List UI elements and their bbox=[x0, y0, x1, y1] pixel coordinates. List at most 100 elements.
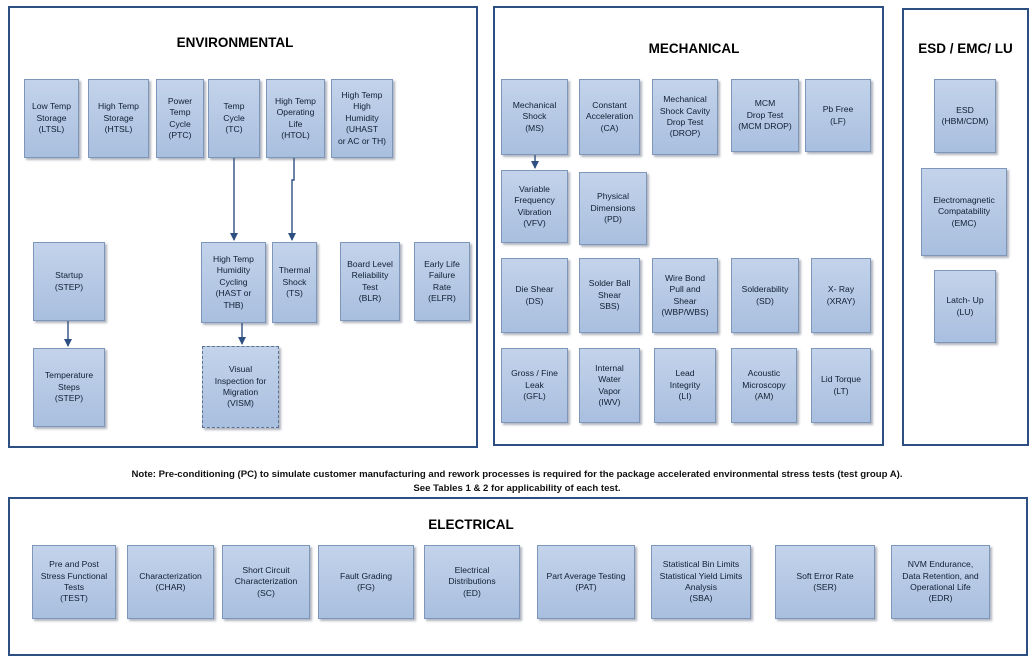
pat-box: Part Average Testing(PAT) bbox=[537, 545, 635, 619]
box-label-line: Solderability bbox=[741, 284, 789, 295]
box-label-line: (AM) bbox=[754, 391, 774, 402]
box-label-line: (TC) bbox=[225, 124, 243, 135]
box-label-line: Characterization bbox=[234, 576, 298, 587]
box-label-line: (SD) bbox=[756, 295, 774, 306]
box-label-line: (CHAR) bbox=[155, 582, 186, 592]
box-label-line: Gross / Fine bbox=[511, 368, 558, 379]
box-label-line: THB) bbox=[223, 299, 244, 310]
box-label-line: (MCM DROP) bbox=[738, 121, 792, 132]
box-label-line: (ED) bbox=[463, 587, 481, 598]
lt-box: Lid Torque(LT) bbox=[811, 348, 871, 423]
box-label-line: Failure bbox=[428, 270, 456, 281]
ds-box: Die Shear(DS) bbox=[501, 258, 568, 333]
box-label-line: (HTOL) bbox=[281, 129, 310, 140]
box-label-line: Statistical Bin Limits bbox=[662, 559, 740, 570]
box-label-line: Statistical Yield Limits bbox=[659, 570, 743, 581]
box-label-line: Inspection for bbox=[214, 375, 267, 386]
box-label-line: Visual bbox=[228, 364, 253, 375]
box-label-line: Integrity bbox=[669, 379, 701, 390]
box-label-line: SBS) bbox=[599, 301, 620, 312]
box-label-line: Lid Torque bbox=[821, 374, 861, 385]
box-label-line: (DS) bbox=[525, 295, 544, 306]
box-label-line: High Temp bbox=[275, 95, 316, 106]
box-label-line: Thermal bbox=[278, 265, 311, 276]
box-label-line: Analysis bbox=[685, 582, 717, 592]
box-label-line: Stress Functional bbox=[40, 570, 108, 581]
box-label-line: (UHAST bbox=[346, 124, 378, 135]
sd-box: Solderability(SD) bbox=[731, 258, 799, 333]
box-label-line: (STEP) bbox=[54, 281, 84, 292]
box-label-line: Power bbox=[167, 95, 193, 106]
box-label-line: (VISM) bbox=[227, 398, 254, 409]
box-label-line: (MS) bbox=[525, 122, 544, 133]
box-label-line: or AC or TH) bbox=[337, 135, 387, 146]
box-label-line: X- Ray bbox=[827, 284, 855, 295]
environmental-title: ENVIRONMENTAL bbox=[176, 35, 294, 50]
box-label-line: Data Retention, and bbox=[902, 570, 979, 581]
note-line-1: Note: Pre-conditioning (PC) to simulate … bbox=[131, 469, 903, 480]
box-label-line: (XRAY) bbox=[826, 295, 856, 306]
box-label-line: (SER) bbox=[813, 582, 837, 592]
box-label-line: Electromagnetic bbox=[933, 194, 995, 205]
esd-box: ESD(HBM/CDM) bbox=[934, 79, 996, 153]
startup-step-box: Startup(STEP) bbox=[33, 242, 105, 321]
box-label-line: Soft Error Rate bbox=[796, 570, 854, 581]
box-label-line: Dimensions bbox=[590, 202, 636, 213]
xray-box: X- Ray(XRAY) bbox=[811, 258, 871, 333]
box-label-line: Frequency bbox=[514, 195, 555, 206]
box-label-line: (LI) bbox=[678, 391, 692, 402]
box-label-line: Cycling bbox=[219, 276, 248, 287]
box-label-line: (SC) bbox=[257, 587, 275, 598]
box-label-line: Wire Bond bbox=[664, 272, 706, 283]
box-label-line: (BLR) bbox=[358, 292, 382, 303]
box-label-line: Rate bbox=[432, 281, 452, 292]
box-label-line: (HTSL) bbox=[104, 124, 133, 135]
box-label-line: Temperature bbox=[44, 370, 94, 381]
box-label-line: (LTSL) bbox=[38, 124, 65, 135]
box-label-line: High Temp bbox=[341, 89, 383, 100]
box-label-line: Steps bbox=[58, 381, 80, 392]
box-label-line: Microscopy bbox=[742, 379, 786, 390]
box-label-line: Shock bbox=[282, 276, 307, 287]
box-label-line: Humidity bbox=[216, 265, 251, 276]
box-label-line: NVM Endurance, bbox=[907, 559, 974, 570]
fg-box: Fault Grading(FG) bbox=[318, 545, 414, 619]
box-label-line: (FG) bbox=[357, 582, 375, 592]
box-label-line: Shear bbox=[598, 289, 621, 300]
box-label-line: Shock Cavity bbox=[659, 105, 711, 116]
box-label-line: Humidity bbox=[345, 112, 379, 123]
box-label-line: ESD bbox=[956, 104, 974, 115]
box-label-line: (CA) bbox=[600, 122, 619, 133]
mechanical-title: MECHANICAL bbox=[648, 41, 740, 56]
box-label-line: (SBA) bbox=[689, 593, 713, 604]
box-label-line: (HBM/CDM) bbox=[941, 116, 989, 126]
box-label-line: Reliability bbox=[351, 270, 389, 281]
electrical-title: ELECTRICAL bbox=[428, 517, 514, 532]
box-label-line: High Temp bbox=[213, 253, 254, 264]
box-label-line: (EMC) bbox=[951, 217, 977, 228]
box-label-line: Vibration bbox=[517, 206, 552, 217]
box-label-line: High bbox=[353, 101, 371, 112]
box-label-line: Vapor bbox=[598, 385, 621, 396]
box-label-line: Temp bbox=[223, 101, 245, 112]
box-label-line: Board Level bbox=[347, 258, 393, 269]
box-label-line: Temp bbox=[169, 107, 191, 118]
box-label-line: (WBP/WBS) bbox=[661, 306, 709, 317]
box-label-line: Shock bbox=[522, 111, 547, 122]
box-label-line: Compatability bbox=[937, 206, 991, 217]
